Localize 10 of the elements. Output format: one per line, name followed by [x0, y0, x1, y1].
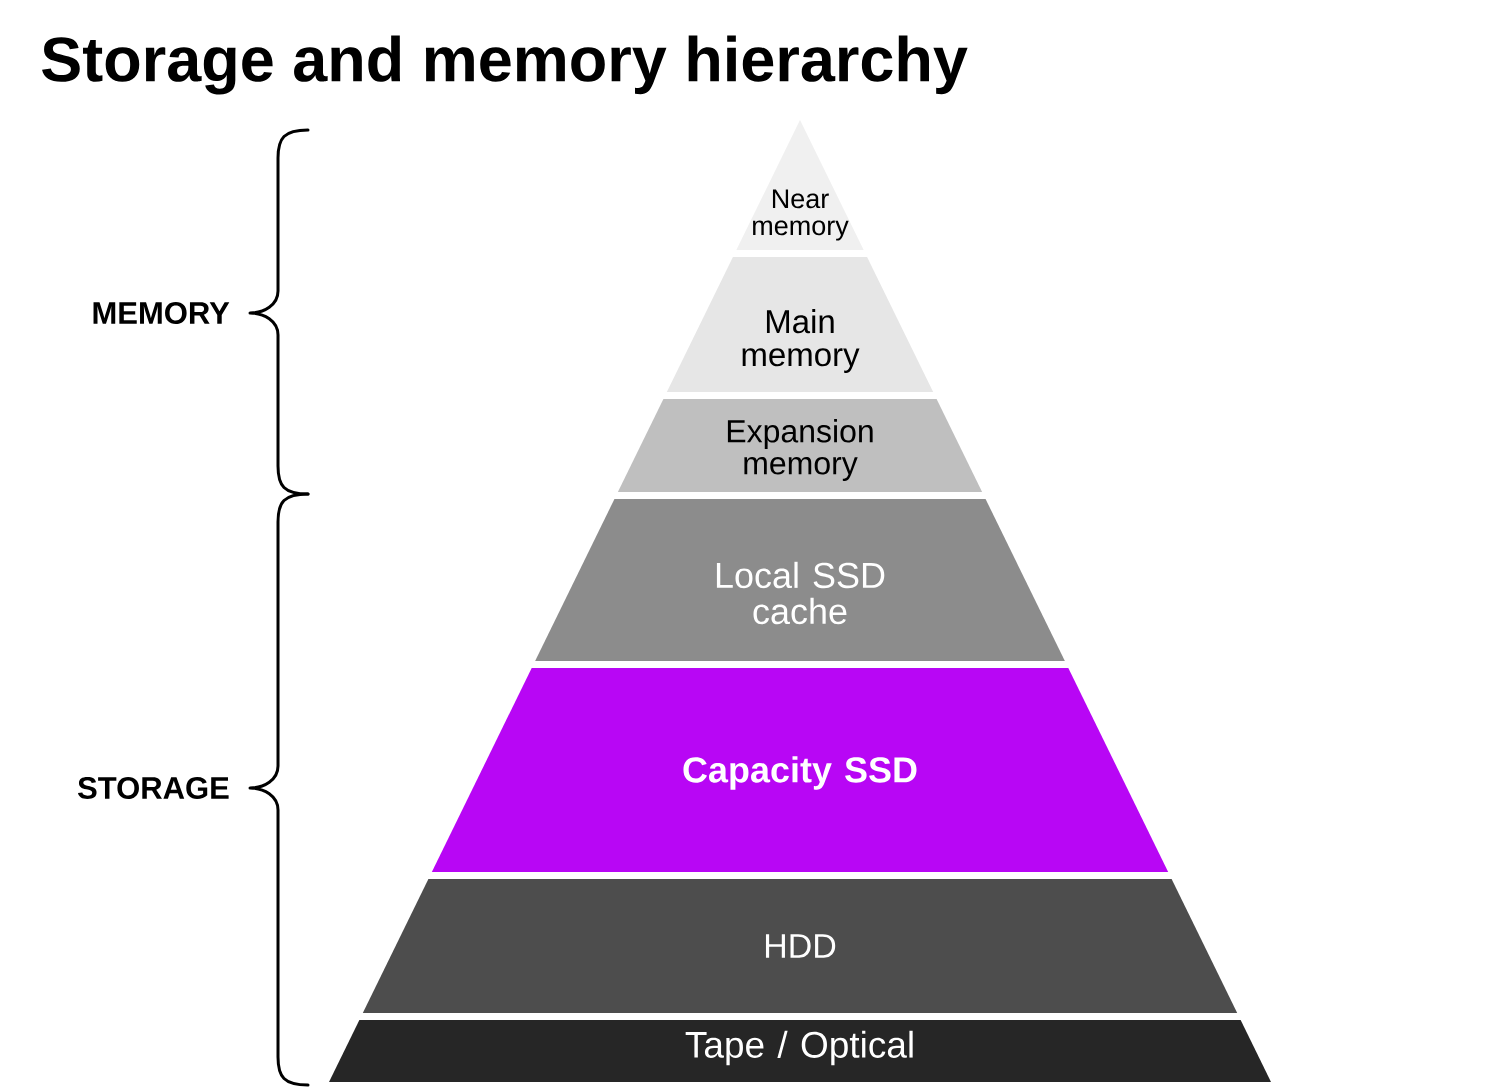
pyramid-tier: Main memory	[666, 257, 934, 392]
title: Storage and memory hierarchy	[42, 35, 968, 95]
group-label: MEMORY	[93, 302, 230, 324]
pyramid-tier: Local SSD cache	[535, 499, 1065, 661]
pyramid-tier: Capacity SSD	[431, 668, 1169, 872]
pyramid-tier: HDD	[362, 879, 1238, 1013]
pyramid-tier: Near memory	[736, 120, 864, 250]
group-label: STORAGE	[77, 777, 229, 799]
pyramid-tier: Tape / Optical	[329, 1020, 1271, 1082]
pyramid-tier: Expansion memory	[617, 399, 983, 492]
